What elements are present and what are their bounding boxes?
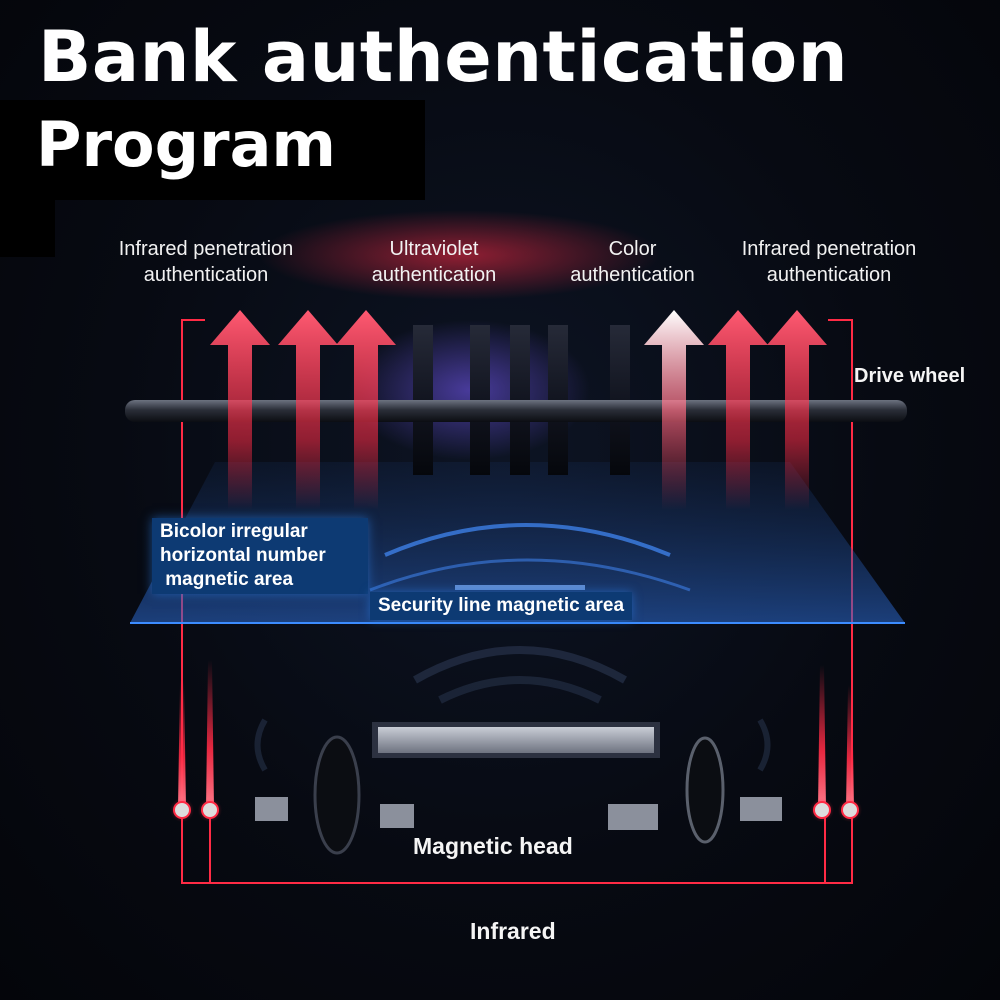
label-color: Color authentication (570, 238, 695, 286)
label-infrared: Infrared (470, 918, 556, 944)
page-subtitle: Program (36, 108, 337, 181)
side-wave (254, 718, 268, 772)
infrared-beams (178, 660, 854, 808)
roller-left (313, 735, 361, 855)
ir-arrow (708, 310, 768, 510)
ir-arrow (278, 310, 338, 510)
label-ir-right: Infrared penetration authentication (741, 238, 917, 286)
infrared-frame (181, 319, 853, 884)
ir-arrow (336, 310, 396, 510)
sensor-block (380, 804, 414, 828)
top-red-glow (260, 210, 660, 300)
security-line-strip (455, 585, 585, 590)
ir-beam (206, 660, 214, 808)
ir-beam (178, 680, 186, 808)
sensor-block (740, 797, 782, 821)
page-title: Bank authentication (38, 16, 849, 98)
drive-wheel-shaft (125, 400, 907, 422)
title-background-tab (0, 195, 55, 257)
ir-emitter (173, 801, 191, 819)
ir-emitter (841, 801, 859, 819)
magnetic-head (378, 727, 654, 753)
ir-beam (846, 685, 854, 808)
color-arrow (644, 310, 704, 510)
label-uv: Ultraviolet authentication (371, 238, 497, 286)
sensor-block (608, 804, 658, 830)
ir-beam (818, 665, 826, 808)
infrared-emitters (170, 798, 862, 822)
label-drive-wheel: Drive wheel (854, 365, 966, 387)
ir-arrows-left (210, 310, 396, 510)
color-arrow-group (644, 310, 704, 510)
ir-emitter (813, 801, 831, 819)
ir-emitter (201, 801, 219, 819)
ir-arrow (210, 310, 270, 510)
label-security-line: Security line magnetic area (370, 592, 633, 620)
magnetic-arc-2 (369, 558, 691, 592)
title-background (0, 100, 425, 200)
roller-right (685, 736, 725, 844)
label-bicolor-area: Bicolor irregular horizontal number magn… (152, 518, 368, 594)
head-wave (413, 646, 627, 684)
head-wave (438, 676, 602, 704)
label-ir-left: Infrared penetration authentication (118, 238, 294, 286)
side-wave (757, 718, 771, 772)
ir-arrow (767, 310, 827, 510)
magnetic-arc-1 (384, 523, 671, 557)
ir-arrows-right (708, 310, 827, 510)
label-magnetic-head: Magnetic head (413, 833, 573, 859)
sensor-block (255, 797, 288, 821)
